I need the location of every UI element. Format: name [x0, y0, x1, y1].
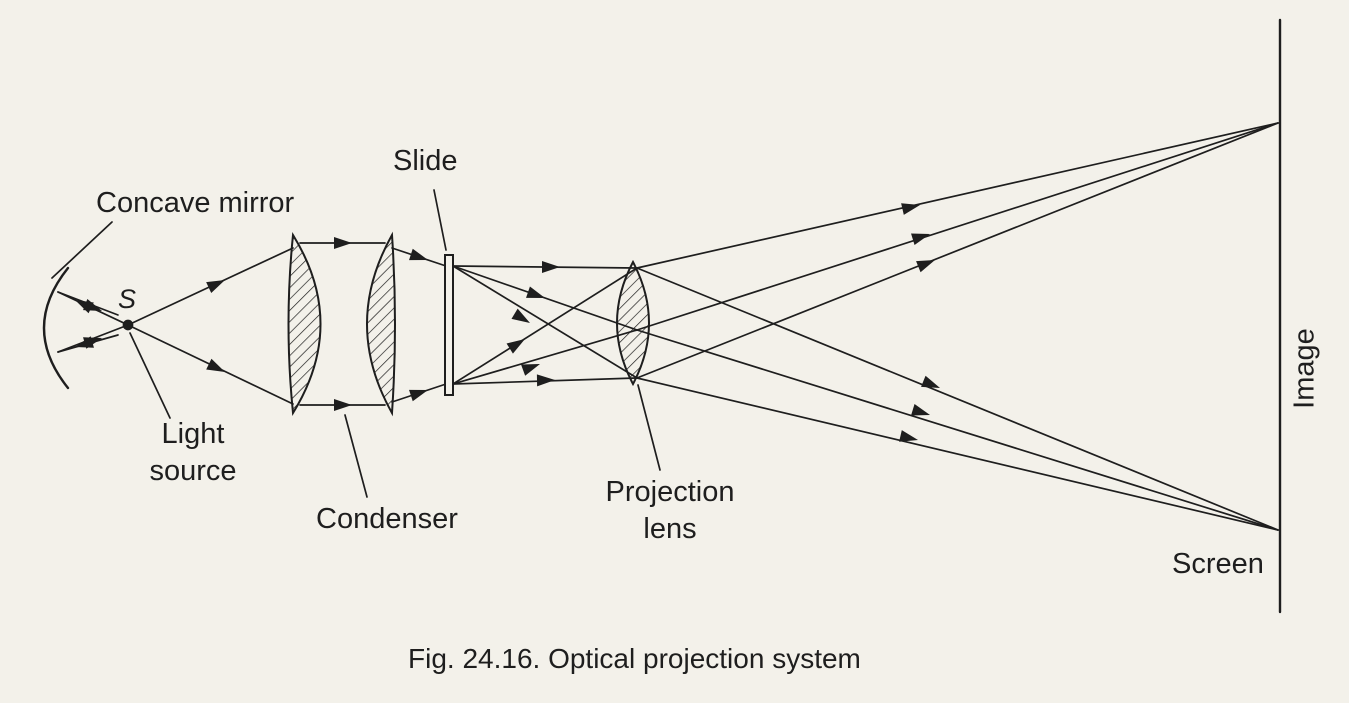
leader-light-source	[129, 332, 171, 419]
leader-slide	[433, 189, 447, 251]
label-concave-mirror: Concave mirror	[96, 187, 295, 219]
label-projection-lens: Projection lens	[580, 478, 760, 544]
arrowhead	[334, 237, 352, 249]
arrowhead	[916, 260, 935, 273]
arrowhead	[536, 374, 555, 387]
condenser-lens-1	[287, 231, 322, 417]
arrowhead	[206, 358, 225, 372]
label-projection-lens-line2: lens	[643, 513, 697, 545]
ray-lens-screen-4	[636, 267, 1279, 531]
arrowhead	[511, 308, 530, 323]
arrowhead	[911, 233, 930, 246]
concave-mirror	[42, 266, 70, 390]
arrowhead	[409, 389, 428, 402]
label-image: Image	[1288, 328, 1321, 409]
label-light-source-line1: Light	[161, 418, 225, 450]
ray-slide-lens-5	[452, 329, 638, 385]
ray-slide-lens-3	[452, 265, 638, 379]
label-slide: Slide	[393, 145, 458, 177]
arrowhead	[83, 298, 102, 311]
label-light-source: Light source	[138, 420, 248, 486]
arrowhead	[409, 248, 428, 261]
ray-slide-lens-4	[452, 267, 638, 385]
arrowhead	[542, 261, 560, 273]
leader-concave-mirror	[51, 221, 113, 279]
ray-lens-screen-1	[636, 122, 1279, 269]
arrowhead	[921, 375, 940, 388]
arrowhead	[911, 403, 930, 416]
arrowhead	[526, 286, 545, 298]
arrowhead	[899, 430, 918, 442]
arrowhead	[83, 337, 102, 349]
figure-caption: Fig. 24.16. Optical projection system	[408, 643, 861, 674]
arrowhead	[901, 203, 920, 215]
projection-lens	[616, 259, 650, 387]
ray-lens-screen-2	[636, 122, 1279, 331]
ray-lens-screen-6	[636, 377, 1279, 531]
ray-lens-screen-3	[636, 122, 1279, 379]
label-projection-lens-line1: Projection	[605, 476, 735, 508]
label-screen: Screen	[1172, 548, 1264, 580]
arrowhead	[206, 280, 225, 294]
ray-lens-screen-5	[636, 329, 1279, 531]
slide	[444, 254, 454, 396]
leader-projection-lens	[637, 384, 661, 471]
label-condenser: Condenser	[316, 503, 458, 535]
arrowhead	[506, 339, 525, 354]
arrowhead	[521, 364, 540, 376]
arrowhead	[334, 399, 352, 411]
condenser-lens-2	[366, 231, 396, 417]
leader-condenser	[344, 414, 368, 498]
label-source-symbol: S	[118, 284, 137, 314]
label-light-source-line2: source	[149, 455, 237, 487]
